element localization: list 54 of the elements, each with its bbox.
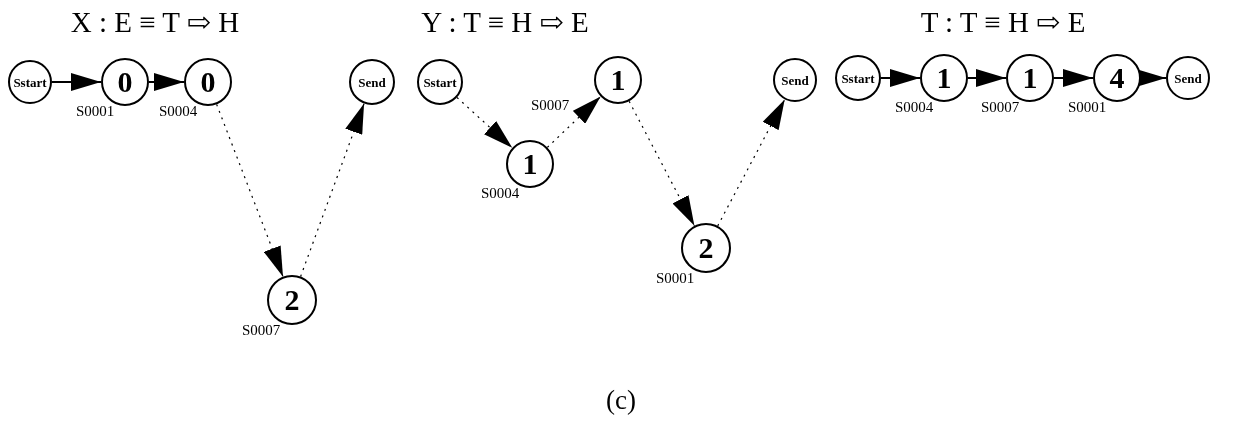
state-label: 2: [284, 285, 300, 315]
state-label: 0: [200, 67, 216, 97]
state-circle: [267, 275, 317, 325]
arrow: [300, 103, 365, 278]
state-id: S0001: [1068, 100, 1107, 115]
state-circle: [417, 59, 463, 105]
state-label: 1: [1022, 63, 1038, 93]
state-circle: [1006, 54, 1054, 102]
state-circle: [681, 223, 731, 273]
state-circle: [835, 55, 881, 101]
arrow: [216, 103, 284, 278]
state-label: 1: [610, 65, 626, 95]
state-id: S0007: [981, 100, 1020, 115]
state-label: Send: [1174, 71, 1202, 85]
state-id: S0001: [76, 104, 115, 119]
state-label: Send: [781, 73, 809, 87]
state-circle: [1166, 56, 1210, 100]
state-circle: [1093, 54, 1141, 102]
arrow: [967, 69, 1007, 87]
state-label: 1: [522, 149, 538, 179]
state-id: S0004: [895, 100, 934, 115]
state-circle: [773, 58, 817, 102]
arrow: [628, 100, 695, 227]
state-id: S0007: [531, 98, 570, 113]
arrow: [546, 95, 602, 149]
graph-heading: T : T ≡ H ⇨ E: [920, 8, 1086, 37]
state-label: 4: [1109, 63, 1125, 93]
state-label: 0: [117, 67, 133, 97]
state-label: Sstart: [13, 75, 47, 89]
state-id: S0001: [656, 271, 695, 286]
state-label: Sstart: [841, 71, 875, 85]
arrow: [148, 73, 185, 91]
arrow: [1053, 69, 1094, 87]
graph-heading: X : E ≡ T ⇨ H: [70, 8, 240, 37]
state-label: Send: [358, 75, 386, 89]
state-id: S0004: [159, 104, 198, 119]
arrow: [717, 98, 786, 227]
state-circle: [594, 56, 642, 104]
graph-heading: Y : T ≡ H ⇨ E: [421, 8, 589, 37]
state-id: S0007: [242, 323, 281, 338]
state-circle: [506, 140, 554, 188]
state-circle: [349, 59, 395, 105]
arrow: [880, 69, 921, 87]
state-label: 2: [698, 233, 714, 263]
state-label: Sstart: [423, 75, 457, 89]
arrow: [51, 73, 102, 91]
state-circle: [920, 54, 968, 102]
state-circle: [101, 58, 149, 106]
caption: (c): [606, 387, 636, 414]
arrow: [456, 96, 513, 149]
state-label: 1: [936, 63, 952, 93]
state-circle: [8, 60, 52, 104]
state-circle: [184, 58, 232, 106]
state-id: S0004: [481, 186, 520, 201]
